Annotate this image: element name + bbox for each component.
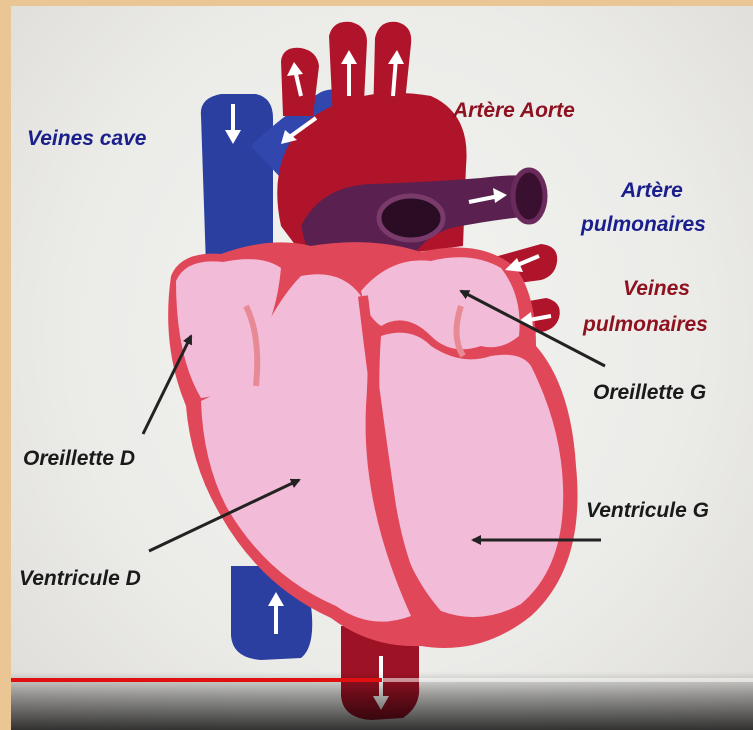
aorta-branch-1 — [281, 48, 319, 116]
label-artere-pulmonaires-1: Artère — [621, 178, 683, 203]
label-ventricule-d: Ventricule D — [19, 566, 141, 591]
label-veines-cave: Veines cave — [27, 126, 146, 151]
video-frame[interactable]: Veines cave Artère Aorte Artère pulmonai… — [11, 6, 753, 730]
label-artere-pulmonaires-2: pulmonaires — [581, 212, 706, 237]
label-ventricule-g: Ventricule G — [586, 498, 709, 523]
pulmonary-artery-opening — [513, 170, 545, 222]
label-veines-pulmonaires-2: pulmonaires — [583, 312, 708, 337]
superior-vena-cava — [201, 94, 273, 266]
label-oreillette-d: Oreillette D — [23, 446, 135, 471]
pulmonary-artery-opening-2 — [379, 196, 443, 240]
heart-diagram — [11, 6, 753, 730]
label-artere-aorte: Artère Aorte — [453, 98, 575, 123]
video-progress-fill — [11, 678, 382, 682]
label-veines-pulmonaires-1: Veines — [623, 276, 690, 301]
video-progress-bar[interactable] — [11, 678, 753, 682]
label-oreillette-g: Oreillette G — [593, 380, 706, 405]
